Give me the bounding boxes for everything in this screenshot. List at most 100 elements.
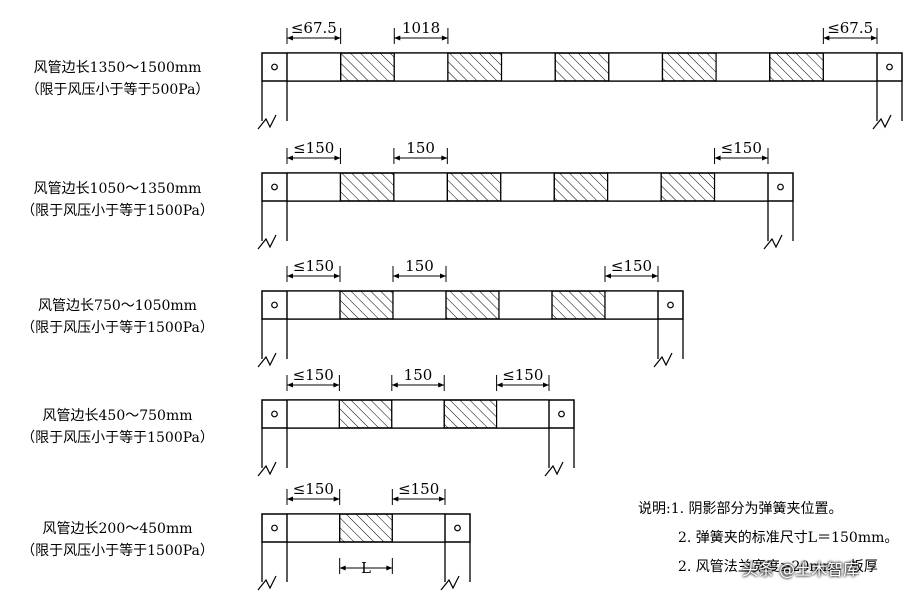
row-1-dim-right-arrow-right	[871, 35, 877, 41]
row-label-1-size: 风管边长1350～1500mm	[33, 60, 202, 76]
row-4-dim-left-arrow-right	[333, 382, 340, 388]
row-1-segment-11-plain	[822, 52, 878, 82]
row-5-dim-left-arrow-left	[287, 496, 293, 502]
row-label-1: 风管边长1350～1500mm （限于风压小于等于500Pa）	[0, 57, 235, 101]
row-1-left-support-break	[257, 114, 277, 130]
row-label-3-pressure: （限于风压小于等于1500Pa）	[21, 320, 214, 336]
row-3-left-bolt-hole	[271, 301, 278, 309]
row-1-dim-mid-label: 1018	[402, 19, 440, 37]
row-4-right-bolt-hole	[558, 410, 565, 418]
row-2-segment-8-hatched	[660, 172, 716, 202]
row-4-segment-1-plain	[286, 399, 341, 429]
row-1-dim-mid-arrow-right	[441, 35, 448, 41]
row-2-right-support-break	[763, 234, 783, 250]
row-1-dim-mid-arrow-left	[394, 35, 401, 41]
row-3-left-support-break	[257, 352, 277, 368]
row-5-left-support-break	[257, 575, 277, 591]
row-3-segment-3-plain	[392, 290, 447, 320]
row-label-4-pressure: （限于风压小于等于1500Pa）	[21, 430, 214, 446]
row-4-dim-mid-arrow-left	[391, 382, 398, 388]
row-label-5: 风管边长200～450mm （限于风压小于等于1500Pa）	[0, 518, 235, 562]
row-2-segment-7-plain	[607, 172, 662, 202]
note-line-3: 2. 风管法兰宽度≥20mm，板厚	[678, 559, 878, 575]
row-label-1-pressure: （限于风压小于等于500Pa）	[25, 82, 210, 98]
row-5-dim-right-arrow-right	[439, 496, 445, 502]
row-1-segment-9-plain	[715, 52, 771, 82]
row-label-5-pressure: （限于风压小于等于1500Pa）	[21, 543, 214, 559]
row-1-segment-3-plain	[393, 52, 449, 82]
row-label-3-size: 风管边长750～1050mm	[38, 298, 197, 314]
notes-block: 说明:1. 阴影部分为弹簧夹位置。 2. 弹簧夹的标准尺寸L＝150mm。 2.…	[638, 495, 898, 582]
row-4-dim-left-label: ≤150	[293, 366, 334, 384]
row-4-right-support-break	[544, 461, 564, 477]
row-3-dim-left-arrow-right	[334, 273, 340, 279]
row-2-segment-9-plain	[713, 172, 769, 202]
row-3-dim-mid-arrow-right	[440, 273, 446, 279]
row-label-3: 风管边长750～1050mm （限于风压小于等于1500Pa）	[0, 295, 235, 339]
row-5-dim-left-label: ≤150	[293, 480, 334, 498]
row-3-dim-left-arrow-left	[287, 273, 293, 279]
row-1-segment-2-hatched	[340, 52, 395, 82]
row-4-segment-4-hatched	[443, 399, 498, 429]
row-1-segment-1-plain	[286, 52, 342, 82]
row-4-segment-5-plain	[496, 399, 550, 429]
row-5-dim-bottom-arrow-right	[386, 565, 393, 571]
row-5-right-bolt-hole	[454, 524, 461, 532]
row-5-segment-2-hatched	[339, 513, 393, 543]
row-2-left-support-break	[257, 234, 277, 250]
watermark: 头条 @土木智库	[742, 560, 860, 579]
row-1-left-bolt-hole	[271, 63, 278, 71]
row-2-dim-mid-label: 150	[406, 139, 435, 157]
note-line-2: 2. 弹簧夹的标准尺寸L＝150mm。	[678, 530, 899, 546]
row-4-dim-right-arrow-left	[496, 382, 503, 388]
row-5-dim-right-label: ≤150	[398, 480, 439, 498]
row-1-segment-10-hatched	[769, 52, 824, 82]
row-3-segment-2-hatched	[339, 290, 394, 320]
row-2-dim-mid-arrow-right	[441, 155, 448, 161]
row-2-segment-1-plain	[286, 172, 342, 202]
row-3-dim-mid-label: 150	[405, 257, 434, 275]
row-label-5-size: 风管边长200～450mm	[42, 521, 193, 537]
row-2-segment-5-plain	[500, 172, 555, 202]
row-2-dim-right-label: ≤150	[721, 139, 762, 157]
row-3-dim-right-arrow-right	[652, 273, 658, 279]
row-1-right-bolt-hole	[886, 63, 893, 71]
row-3-segment-7-plain	[604, 290, 659, 320]
row-2-segment-6-hatched	[553, 172, 609, 202]
row-4-dim-right-arrow-right	[543, 382, 549, 388]
row-1-right-support-break	[872, 114, 892, 130]
row-2-dim-right-arrow-right	[762, 155, 768, 161]
row-4-segment-3-plain	[391, 399, 445, 429]
row-5-dim-bottom-label: L	[361, 559, 371, 577]
row-3-dim-right-arrow-left	[605, 273, 611, 279]
row-1-segment-7-plain	[608, 52, 664, 82]
row-1-dim-left-arrow-left	[287, 35, 293, 41]
row-2-segment-4-hatched	[446, 172, 502, 202]
row-2-right-bolt-hole	[777, 183, 784, 191]
row-5-dim-bottom-arrow-left	[339, 565, 346, 571]
row-4-dim-right-label: ≤150	[502, 366, 543, 384]
row-4-dim-mid-label: 150	[404, 366, 433, 384]
row-3-dim-right-label: ≤150	[611, 257, 652, 275]
row-label-4: 风管边长450～750mm （限于风压小于等于1500Pa）	[0, 405, 235, 449]
row-3-right-bolt-hole	[667, 301, 674, 309]
row-2-segment-2-hatched	[339, 172, 395, 202]
row-1-segment-4-hatched	[447, 52, 503, 82]
row-label-2-pressure: （限于风压小于等于1500Pa）	[21, 203, 214, 219]
row-2-left-bolt-hole	[271, 183, 278, 191]
row-5-right-support-break	[440, 575, 460, 591]
row-1-dim-left-arrow-right	[334, 35, 341, 41]
row-5-dim-right-arrow-left	[392, 496, 399, 502]
row-4-dim-left-arrow-left	[287, 382, 293, 388]
row-label-4-size: 风管边长450～750mm	[42, 408, 193, 424]
note-line-1: 说明:1. 阴影部分为弹簧夹位置。	[638, 501, 843, 517]
row-2-dim-right-arrow-left	[714, 155, 721, 161]
row-5-segment-3-plain	[391, 513, 446, 543]
row-2-dim-mid-arrow-left	[393, 155, 400, 161]
row-3-segment-5-plain	[498, 290, 553, 320]
row-2-dim-left-arrow-left	[287, 155, 293, 161]
row-1-dim-right-arrow-left	[823, 35, 830, 41]
row-5-dim-left-arrow-right	[333, 496, 340, 502]
row-4-left-bolt-hole	[271, 410, 278, 418]
